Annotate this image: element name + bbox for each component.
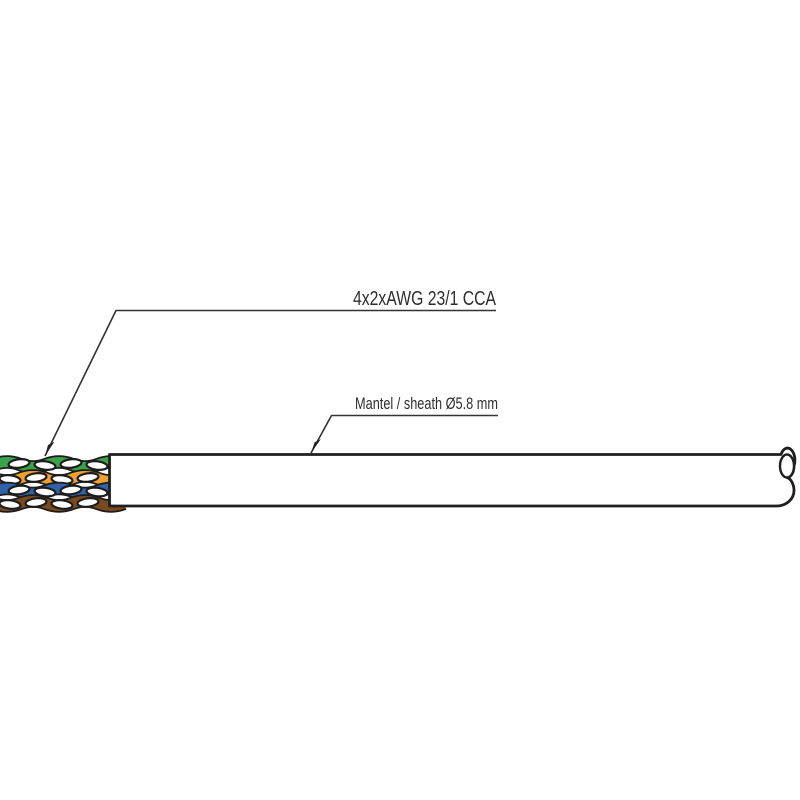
twist-lens	[76, 472, 100, 483]
callout-sheath-spec: Mantel / sheath Ø5.8 mm	[310, 394, 498, 454]
arrowhead-icon-conductor	[45, 441, 55, 456]
cable-sheath	[108, 446, 797, 508]
twist-lens	[76, 497, 100, 508]
twist-lens	[85, 460, 109, 471]
twisted-pair-green	[0, 455, 127, 474]
label-sheath-spec: Mantel / sheath Ø5.8 mm	[355, 394, 498, 413]
twist-lens	[24, 497, 48, 508]
twist-lens	[50, 499, 74, 510]
twisted-pair-blue	[0, 481, 127, 501]
cable-end-ellipse	[778, 453, 796, 479]
twist-lens	[7, 458, 31, 469]
twist-lens	[24, 472, 48, 483]
twist-lens	[0, 499, 22, 510]
twist-lens	[7, 484, 31, 496]
arrowhead-icon-sheath	[311, 439, 321, 453]
leader-line-conductor	[44, 309, 496, 457]
twist-lens	[33, 460, 57, 471]
twisted-pair-brown	[0, 494, 127, 513]
twist-lens	[59, 458, 83, 469]
twisted-pairs	[0, 455, 127, 513]
leader-line-sheath	[310, 414, 498, 454]
callout-conductor-spec: 4x2xAWG 23/1 CCA	[44, 288, 497, 457]
label-conductor-spec: 4x2xAWG 23/1 CCA	[353, 288, 497, 310]
twist-lens	[59, 484, 83, 496]
